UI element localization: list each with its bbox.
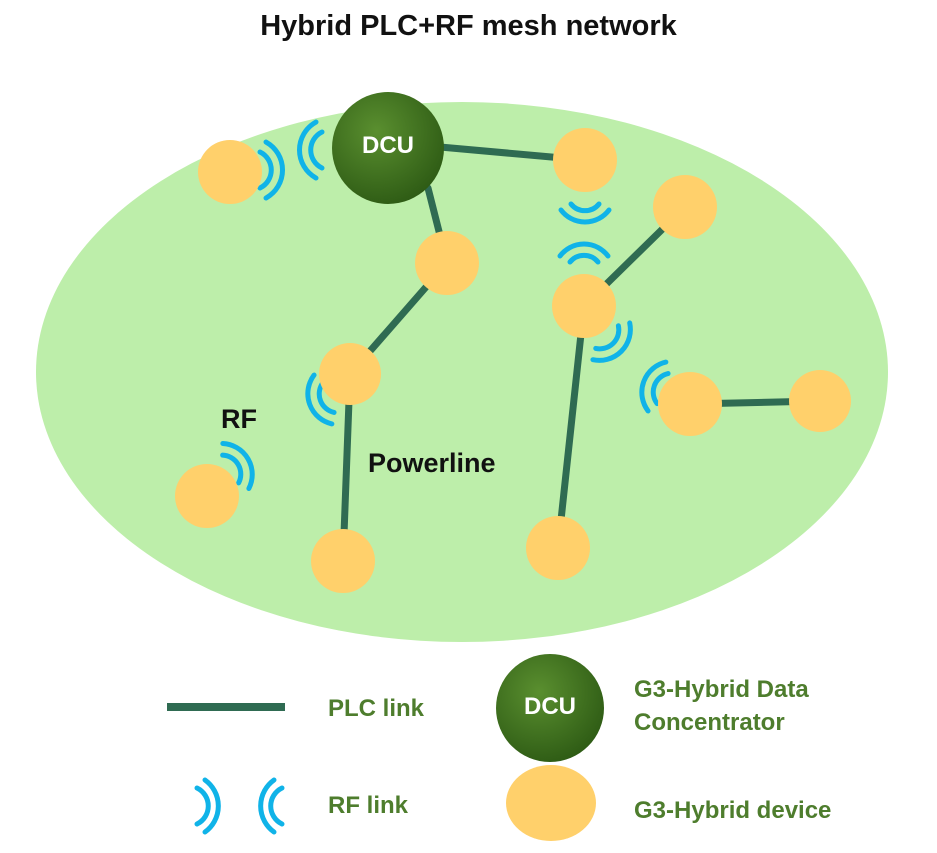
diagram-title: Hybrid PLC+RF mesh network — [260, 10, 677, 42]
device-node — [653, 175, 717, 239]
dcu-node — [332, 92, 444, 204]
device-node — [552, 274, 616, 338]
legend-dcu-desc-line2: Concentrator — [634, 709, 785, 736]
plc-link — [554, 302, 588, 552]
rf-wave — [305, 372, 337, 427]
legend-dcu-label: DCU — [524, 693, 576, 720]
rf-wave — [590, 320, 633, 363]
device-node — [526, 516, 590, 580]
rf-wave — [297, 119, 325, 181]
legend-dcu-desc-line1: G3-Hybrid Data — [634, 676, 809, 703]
device-node — [319, 343, 381, 405]
device-node — [198, 140, 262, 204]
rf-wave — [558, 201, 612, 225]
legend-plc-label: PLC link — [328, 695, 425, 722]
device-node — [415, 231, 479, 295]
legend-rf-label: RF link — [328, 792, 409, 819]
legend-device-desc: G3-Hybrid device — [634, 797, 832, 824]
device-node — [658, 372, 722, 436]
legend-dcu-symbol — [496, 654, 604, 762]
device-node — [311, 529, 375, 593]
legend-rf-symbol — [194, 777, 285, 835]
device-node — [553, 128, 617, 192]
rf-wave — [557, 241, 611, 265]
device-node — [175, 464, 239, 528]
rf-wave — [257, 139, 285, 201]
devices — [175, 128, 851, 593]
rf-wave — [220, 440, 255, 492]
rf-links — [220, 119, 671, 492]
device-node — [789, 370, 851, 432]
rf-wave — [639, 359, 671, 414]
legend-device-symbol — [506, 765, 596, 841]
mesh-network-area — [36, 102, 888, 642]
rf-label: RF — [221, 404, 257, 434]
powerline-label: Powerline — [368, 448, 496, 478]
dcu-label: DCU — [362, 132, 414, 159]
